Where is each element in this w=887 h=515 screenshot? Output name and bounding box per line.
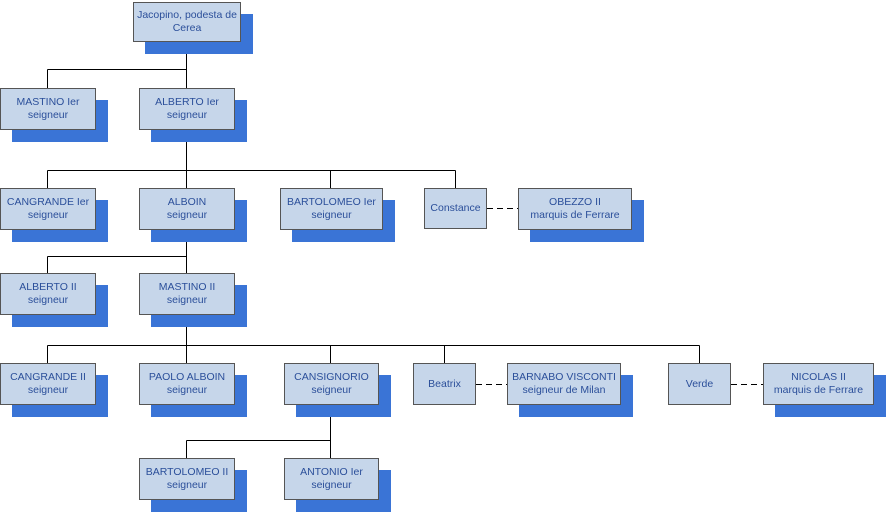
connector-mastino2-children: [47, 313, 700, 363]
connector-alberto1-children: [47, 128, 456, 188]
person-verde[interactable]: Verde: [668, 363, 731, 405]
person-beatrix[interactable]: Beatrix: [413, 363, 476, 405]
connector-alboin-children: [47, 228, 187, 273]
person-constance[interactable]: Constance: [424, 188, 487, 229]
connector-jacopino-children: [47, 40, 187, 88]
connector-cansignorio-children: [186, 405, 331, 458]
